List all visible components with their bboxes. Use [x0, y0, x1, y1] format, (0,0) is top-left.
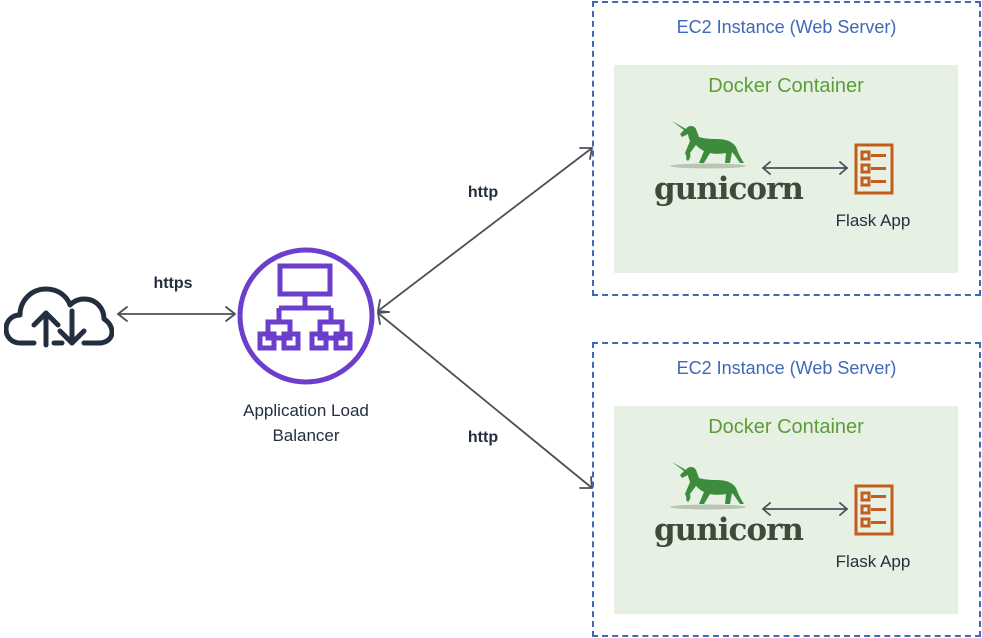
alb-label: Application Load Balancer — [206, 398, 406, 448]
gunicorn-label: gunicorn — [654, 171, 804, 207]
application-load-balancer-icon — [237, 247, 375, 385]
docker-container: Docker Container gunicorn — [614, 406, 958, 614]
docker-container-title: Docker Container — [708, 416, 864, 438]
flask-app — [854, 484, 894, 536]
http-label-1: http — [467, 184, 499, 201]
ec2-instance-title: EC2 Instance (Web Server) — [676, 17, 897, 37]
alb-label-line1: Application Load — [243, 401, 369, 420]
gunicorn-unicorn-icon — [670, 121, 746, 169]
flask-app — [854, 143, 894, 195]
gunicorn-unicorn-icon — [670, 462, 746, 510]
http-connector-arrow-2 — [377, 311, 593, 489]
gunicorn-logo — [666, 119, 748, 171]
cloud-upload-download-icon — [3, 286, 115, 348]
http-connector-arrow-1 — [377, 147, 593, 313]
gunicorn-label: gunicorn — [654, 512, 804, 548]
https-label: https — [153, 275, 193, 292]
docker-container: Docker Container gunicorn — [614, 65, 958, 273]
document-list-icon — [854, 143, 894, 195]
gunicorn-flask-arrow — [762, 502, 848, 516]
gunicorn-logo — [666, 460, 748, 512]
gunicorn-flask-arrow — [762, 161, 848, 175]
https-connector-arrow — [117, 306, 236, 322]
flask-app-label: Flask App — [835, 552, 911, 571]
docker-container-title: Docker Container — [708, 75, 864, 97]
ec2-instance-title: EC2 Instance (Web Server) — [676, 358, 897, 378]
ec2-instance-2: EC2 Instance (Web Server) Docker Contain… — [592, 342, 981, 637]
client-cloud — [3, 283, 115, 349]
document-list-icon — [854, 484, 894, 536]
alb-label-line2: Balancer — [272, 426, 340, 445]
http-label-2: http — [467, 429, 499, 446]
application-load-balancer — [236, 246, 376, 386]
ec2-instance-1: EC2 Instance (Web Server) Docker Contain… — [592, 1, 981, 296]
flask-app-label: Flask App — [835, 211, 911, 230]
